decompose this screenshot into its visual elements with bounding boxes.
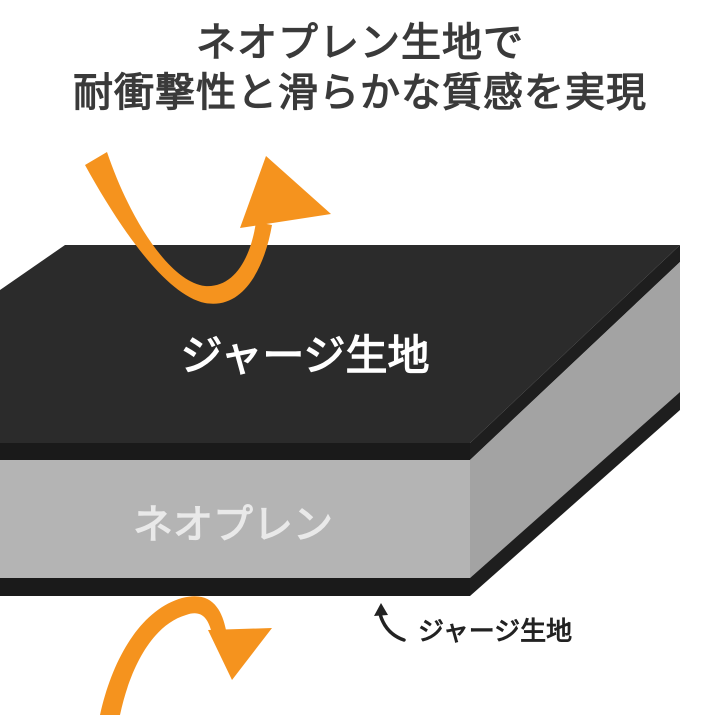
top-impact-arrow-icon [85, 152, 331, 304]
top-layer-label: ジャージ生地 [180, 331, 429, 380]
bottom-layer-pointer-icon [374, 603, 406, 642]
front-face-bottom-jersey [0, 578, 470, 596]
middle-layer-label: ネオプレン [133, 502, 333, 548]
side-face-bottom-jersey [470, 392, 680, 596]
side-face-top-jersey [470, 245, 680, 460]
bottom-impact-arrow-icon [100, 596, 272, 715]
side-face-neoprene [470, 262, 680, 578]
front-face-neoprene [0, 460, 470, 578]
headline: ネオプレン生地で 耐衝撃性と滑らかな質感を実現 [0, 18, 720, 118]
headline-line-1: ネオプレン生地で [196, 20, 524, 66]
bottom-layer-label: ジャージ生地 [418, 617, 572, 647]
top-face-jersey [0, 245, 680, 443]
headline-line-2: 耐衝撃性と滑らかな質感を実現 [73, 70, 647, 116]
front-face-top-jersey [0, 443, 470, 460]
